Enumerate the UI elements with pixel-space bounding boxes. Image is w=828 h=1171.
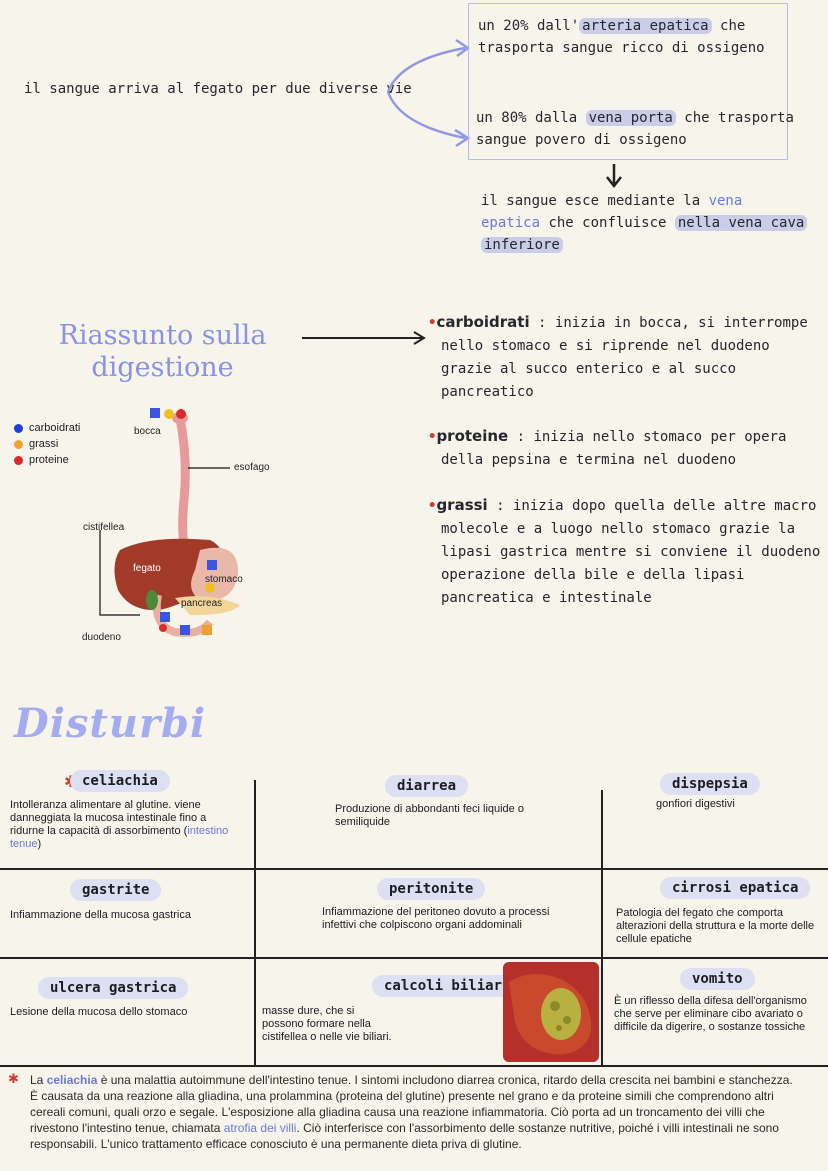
nutrient-legend: carboidrati grassi proteine: [14, 420, 80, 468]
diarrea-title: diarrea: [385, 775, 469, 797]
celiachia-title: celiachia: [70, 770, 170, 792]
blood-exit: il sangue esce mediante la vena epatica …: [481, 190, 808, 256]
disorders-heading: Disturbi: [14, 700, 207, 747]
dispepsia-title: dispepsia: [660, 773, 760, 795]
cirrosi-title: cirrosi epatica: [660, 877, 811, 899]
legend-carboidrati: carboidrati: [14, 420, 80, 436]
peritonite-title: peritonite: [377, 878, 486, 900]
diarrea-text: Produzione di abbondanti feci liquide o …: [335, 803, 524, 828]
path-artery: un 20% dall'arteria epatica che trasport…: [478, 18, 765, 56]
grid-line: [0, 868, 828, 870]
ulcera-title: ulcera gastrica: [38, 977, 189, 999]
grid-line: [0, 1065, 828, 1067]
vomito-title: vomito: [680, 968, 755, 990]
label-esofago: esofago: [234, 462, 270, 473]
ulcera-text: Lesione della mucosa dello stomaco: [10, 1006, 188, 1018]
label-fegato: fegato: [133, 563, 161, 574]
vomito-text: È un riflesso della difesa dell'organism…: [614, 995, 807, 1033]
label-duodeno: duodeno: [82, 632, 121, 643]
digestive-system-illustration: [99, 408, 240, 637]
blood-intro: il sangue arriva al fegato per due diver…: [24, 81, 412, 97]
arteria-epatica-highlight: arteria epatica: [579, 18, 712, 34]
asterisk-icon: ✱: [8, 1072, 19, 1087]
grid-line: [254, 780, 256, 1065]
gastrite-text: Infiammazione della mucosa gastrica: [10, 909, 191, 921]
grassi-note: •grassi : inizia dopo quella delle altre…: [428, 496, 821, 606]
label-bocca: bocca: [134, 426, 161, 437]
down-arrow-icon: [606, 164, 622, 189]
grid-line: [0, 957, 828, 959]
gastrite-title: gastrite: [70, 879, 162, 901]
gallstone-image: [503, 962, 599, 1062]
path-vein: un 80% dalla vena porta che trasporta sa…: [476, 110, 794, 148]
vena-porta-highlight: vena porta: [585, 110, 676, 126]
calcoli-title: calcoli biliari: [372, 975, 523, 997]
grid-line: [601, 790, 603, 1065]
digestion-title: Riassunto sulla digestione: [58, 320, 267, 383]
dispepsia-text: gonfiori digestivi: [656, 798, 735, 810]
right-arrow-icon: [302, 331, 426, 345]
cirrosi-text: Patologia del fegato che comporta altera…: [616, 907, 815, 945]
legend-proteine: proteine: [14, 452, 80, 468]
carboidrati-note: •carboidrati : inizia in bocca, si inter…: [428, 313, 808, 400]
label-stomaco: stomaco: [205, 574, 243, 585]
peritonite-text: Infiammazione del peritoneo dovuto a pro…: [322, 906, 550, 931]
celiachia-text: Intolleranza alimentare al glutine. vien…: [10, 799, 229, 850]
celiachia-footnote: La celiachia è una malattia autoimmune d…: [30, 1073, 793, 1151]
label-cistifellea: cistifellea: [83, 522, 125, 533]
blood-paths-box: [468, 3, 788, 160]
proteine-note: •proteine : inizia nello stomaco per ope…: [428, 427, 787, 468]
branch-arrows: [386, 38, 471, 148]
legend-grassi: grassi: [14, 436, 80, 452]
calcoli-text: masse dure, che si possono formare nella…: [262, 1005, 392, 1043]
label-pancreas: pancreas: [181, 598, 223, 609]
